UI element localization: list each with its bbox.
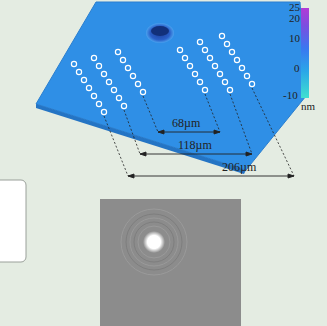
colorbar-tick: 10 bbox=[289, 33, 300, 44]
colorbar-unit: nm bbox=[301, 101, 315, 112]
colorbar-tick: -10 bbox=[283, 90, 298, 101]
dimension-label: 118µm bbox=[178, 139, 212, 151]
colorbar-tick: 0 bbox=[294, 63, 300, 74]
colorbar-tick: 25 bbox=[289, 2, 300, 13]
colorbar-tick: 20 bbox=[289, 13, 300, 24]
dimension-label: 206µm bbox=[222, 161, 256, 173]
dimension-label: 68µm bbox=[172, 117, 200, 129]
